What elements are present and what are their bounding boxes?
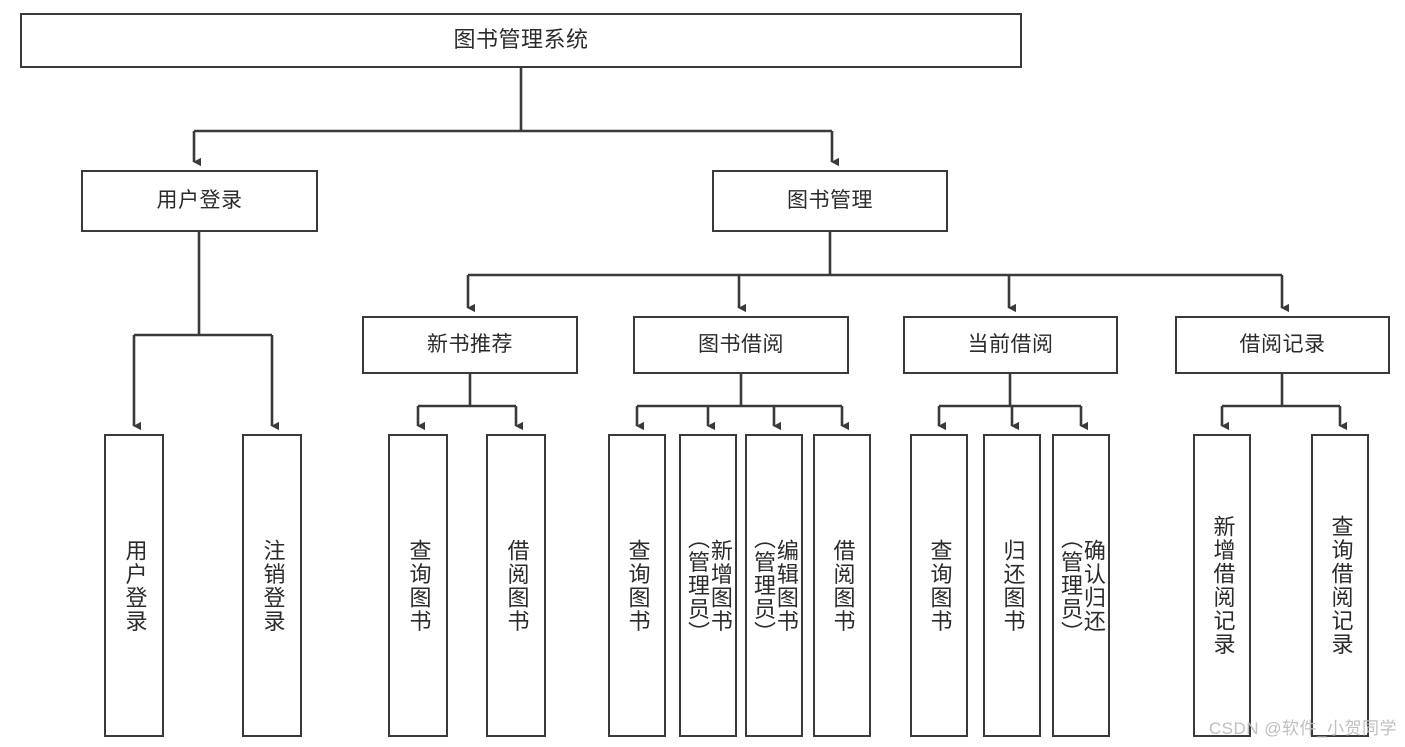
leaf-borrow-book-2[interactable]: 借阅图书 (813, 434, 871, 737)
node-book-management-label: 图书管理 (787, 189, 873, 213)
node-root-label: 图书管理系统 (453, 27, 589, 53)
node-book-management[interactable]: 图书管理 (712, 170, 948, 232)
node-current-borrow[interactable]: 当前借阅 (903, 316, 1118, 374)
csdn-watermark: CSDN @软件_小贺同学 (1208, 719, 1397, 738)
node-new-book-recommend-label: 新书推荐 (427, 333, 513, 357)
leaf-borrow-book-1-label: 借阅图书 (504, 538, 530, 633)
node-book-borrow[interactable]: 图书借阅 (633, 316, 849, 374)
leaf-query-record[interactable]: 查询借阅记录 (1311, 434, 1369, 737)
leaf-borrow-book-1[interactable]: 借阅图书 (486, 434, 546, 737)
leaf-add-book[interactable]: 新增图书 （管理员） (679, 434, 737, 737)
node-user-login[interactable]: 用户登录 (81, 170, 318, 232)
leaf-add-record[interactable]: 新增借阅记录 (1193, 434, 1251, 737)
leaf-query-book-3[interactable]: 查询图书 (910, 434, 968, 737)
node-new-book-recommend[interactable]: 新书推荐 (362, 316, 578, 374)
leaf-query-book-3-label: 查询图书 (927, 538, 953, 633)
leaf-user-login[interactable]: 用户登录 (104, 434, 164, 737)
leaf-query-record-label: 查询借阅记录 (1328, 515, 1354, 656)
leaf-add-record-label: 新增借阅记录 (1210, 515, 1236, 656)
node-user-login-label: 用户登录 (156, 189, 243, 213)
leaf-add-book-label: 新增图书 （管理员） (685, 526, 733, 645)
node-borrow-record[interactable]: 借阅记录 (1175, 316, 1390, 374)
leaf-query-book-1[interactable]: 查询图书 (388, 434, 448, 737)
leaf-edit-book[interactable]: 编辑图书 （管理员） (745, 434, 803, 737)
leaf-user-login-label: 用户登录 (122, 538, 148, 633)
node-root[interactable]: 图书管理系统 (20, 13, 1022, 68)
node-current-borrow-label: 当前借阅 (967, 333, 1054, 357)
leaf-logout-label: 注销登录 (260, 538, 286, 633)
leaf-confirm-return[interactable]: 确认归还 （管理员） (1052, 434, 1110, 737)
leaf-edit-book-label: 编辑图书 （管理员） (751, 526, 799, 645)
leaf-confirm-return-label: 确认归还 （管理员） (1058, 526, 1106, 645)
leaf-logout[interactable]: 注销登录 (242, 434, 302, 737)
leaf-query-book-2-label: 查询图书 (625, 538, 651, 633)
node-book-borrow-label: 图书借阅 (698, 333, 784, 357)
leaf-borrow-book-2-label: 借阅图书 (830, 538, 856, 633)
leaf-return-book[interactable]: 归还图书 (983, 434, 1041, 737)
leaf-query-book-1-label: 查询图书 (406, 538, 432, 633)
leaf-query-book-2[interactable]: 查询图书 (608, 434, 666, 737)
leaf-return-book-label: 归还图书 (1000, 538, 1026, 633)
node-borrow-record-label: 借阅记录 (1239, 333, 1326, 357)
